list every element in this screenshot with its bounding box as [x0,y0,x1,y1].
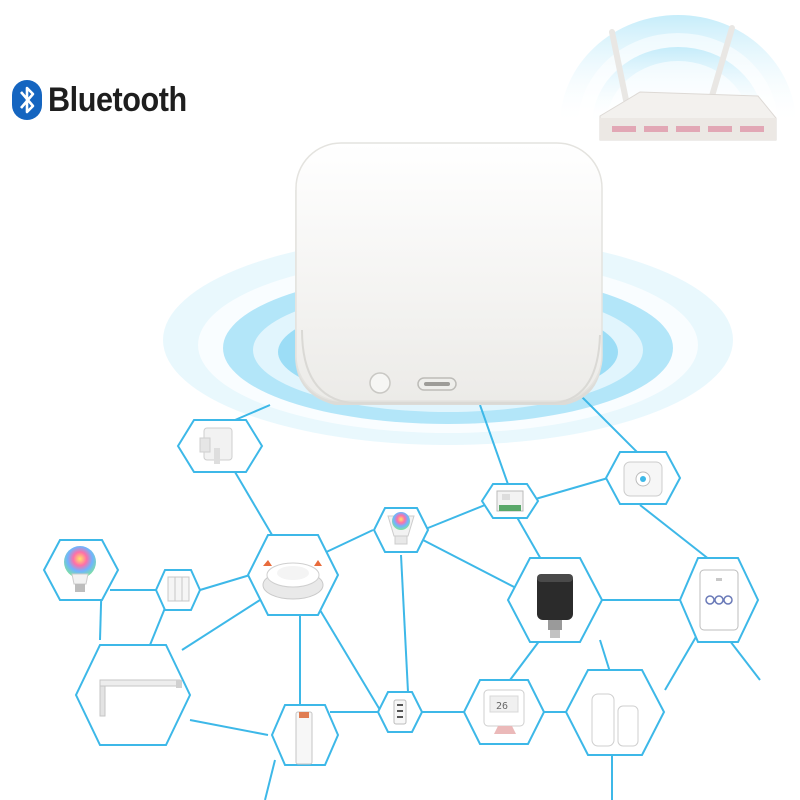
remote-control-icon [393,699,407,725]
thermostat-icon: 26 [483,689,525,734]
radiator-valve-icon [537,574,573,638]
gateway-hub [295,142,603,405]
relay-module-icon [496,490,524,512]
door-sensor-icon [591,693,639,747]
wifi-router-icon [599,25,777,141]
smart-switch-relay-icon [199,427,233,464]
bluetooth-label: Bluetooth [12,80,202,120]
svg-text:26: 26 [496,701,508,712]
gu10-rgb-bulb-icon [387,512,415,545]
bluetooth-text: Bluetooth [48,80,187,119]
smart-plug-icon [623,461,663,497]
downlight-icon [262,560,324,600]
wall-switch-icon [167,576,190,602]
bluetooth-icon [12,80,42,120]
touch-switch-panel-icon [699,569,739,631]
network-lines [99,394,761,800]
curtain-track-icon [99,679,182,717]
tubular-motor-icon [295,711,313,765]
rgb-bulb-icon [64,546,96,592]
reset-button[interactable] [369,372,391,394]
